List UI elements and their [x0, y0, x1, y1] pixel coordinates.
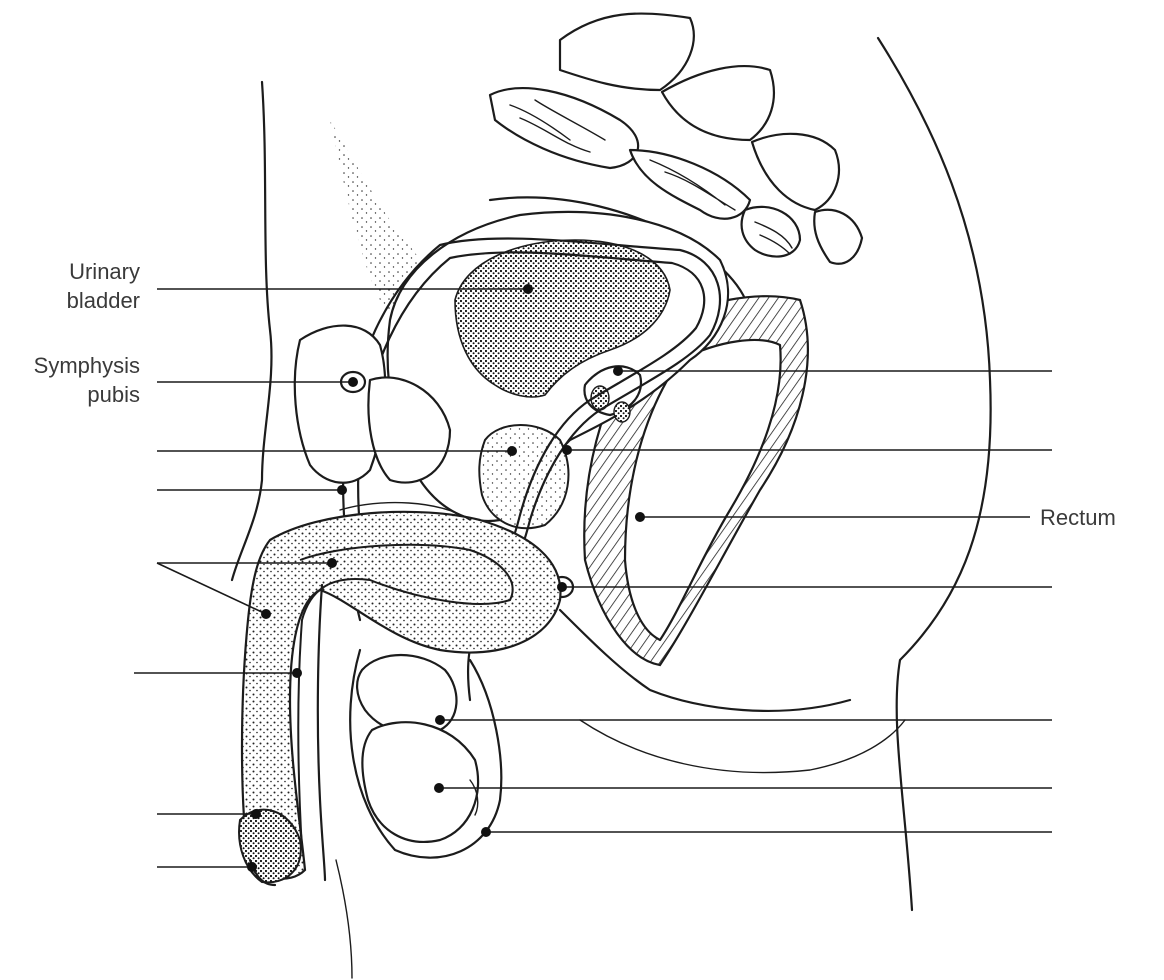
sacral-vertebra-1 — [560, 13, 694, 90]
label-urinary-bladder-line1: Urinary — [69, 259, 140, 284]
pointer-testis — [434, 783, 444, 793]
thigh-outline — [336, 860, 352, 978]
sacral-vertebra-3 — [752, 134, 839, 210]
sacral-vertebra-4 — [814, 210, 862, 264]
pointer-epididymis — [435, 715, 445, 725]
pointer-glans — [251, 809, 261, 819]
pointer-rectum — [635, 512, 645, 522]
pointer-erectile-upper — [327, 558, 337, 568]
testis — [362, 722, 478, 842]
label-symphysis-pubis-line1: Symphysis — [34, 353, 140, 378]
pointer-prepuce — [247, 862, 257, 872]
penile-urethra — [318, 585, 325, 880]
pointer-urinary-bladder — [523, 284, 533, 294]
label-urinary-bladder-line2: bladder — [67, 288, 140, 313]
sacral-vertebra-2 — [662, 66, 774, 140]
pointer-urethra — [292, 668, 302, 678]
pointer-symphysis-pubis — [348, 377, 358, 387]
anatomical-illustration — [232, 13, 991, 978]
bowel-loop-upper — [490, 88, 638, 168]
pelvic-floor — [560, 610, 850, 711]
pointer-prostate — [507, 446, 517, 456]
pointer-seminal-vesicle — [613, 366, 623, 376]
pointer-scrotum — [481, 827, 491, 837]
pointer-erectile-lower — [261, 609, 271, 619]
label-rectum: Rectum — [1040, 505, 1116, 530]
prostate-gland — [479, 425, 568, 528]
pointer-ductus-deferens — [337, 485, 347, 495]
pointer-ejaculatory-duct — [562, 445, 572, 455]
bowel-loop-lower — [742, 207, 800, 257]
label-symphysis-pubis-line2: pubis — [87, 382, 140, 407]
leader-erectile-lower — [157, 563, 266, 614]
abdominal-wall-outline — [232, 82, 271, 580]
pointer-bulbourethral-gland — [557, 582, 567, 592]
posterior-body-outline — [878, 38, 991, 910]
